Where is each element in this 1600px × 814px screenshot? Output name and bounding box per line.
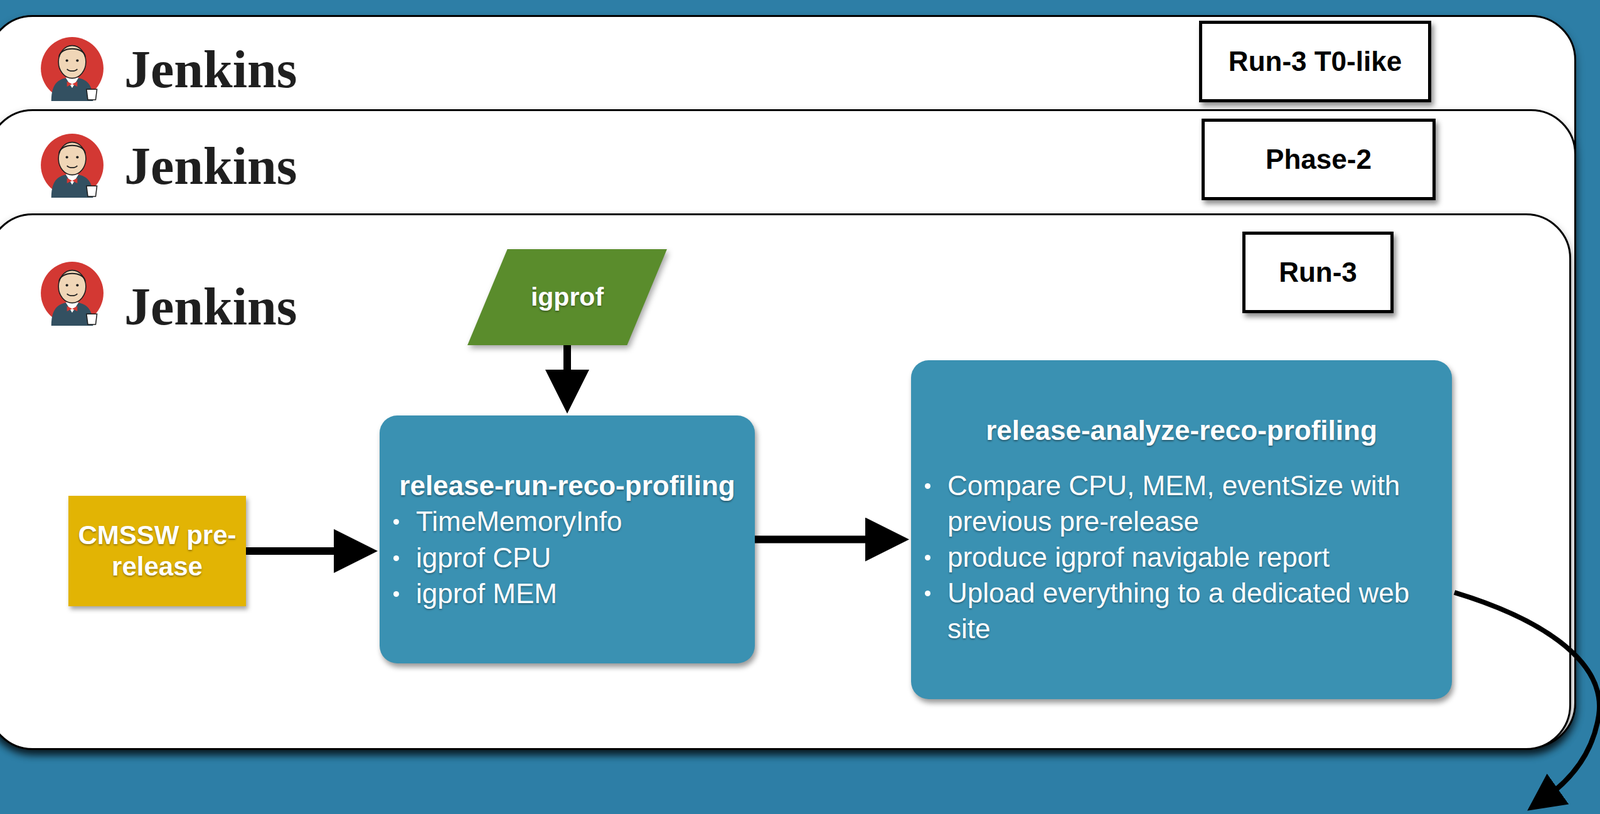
bullet-item: TimeMemoryInfo: [388, 503, 747, 539]
input-label: igprof: [530, 282, 604, 312]
jenkins-label: Jenkins: [124, 43, 297, 96]
release-label: CMSSW pre-release: [77, 519, 238, 583]
tag-box: Run-3: [1242, 231, 1394, 314]
jenkins-logo: [39, 35, 105, 102]
bullet-item: igprof CPU: [388, 539, 747, 576]
bullet-item: Compare CPU, MEM, eventSize with previou…: [919, 467, 1444, 539]
bullet-item: produce igprof navigable report: [919, 538, 1444, 575]
tag-box: Run-3 T0-like: [1199, 20, 1432, 103]
jenkins-logo: [39, 132, 105, 198]
input-parallelogram: igprof: [467, 249, 667, 346]
flow-arrow: [754, 535, 885, 544]
bullet-item: Upload everything to a dedicated web sit…: [919, 574, 1444, 647]
tag-label: Run-3 T0-like: [1228, 45, 1402, 78]
process-title: release-analyze-reco-profiling: [919, 412, 1444, 448]
tag-label: Phase-2: [1265, 143, 1372, 176]
jenkins-logo: [39, 260, 105, 326]
jenkins-label: Jenkins: [124, 139, 297, 193]
bullet-item: igprof MEM: [388, 575, 747, 612]
flow-arrow: [563, 345, 571, 389]
process-title: release-run-reco-profiling: [388, 467, 747, 504]
process-box: release-run-reco-profilingTimeMemoryInfo…: [379, 415, 755, 664]
release-box: CMSSW pre-release: [68, 495, 246, 607]
tag-label: Run-3: [1278, 256, 1358, 288]
jenkins-label: Jenkins: [124, 280, 297, 334]
jenkins-panel: Jenkins Run-3 igprofCMSSW pre-release relea…: [0, 213, 1572, 750]
tag-box: Phase-2: [1201, 118, 1436, 201]
flow-arrow: [245, 547, 353, 555]
curved-arrow: [1454, 592, 1600, 799]
process-box: release-analyze-reco-profilingCompare CP…: [911, 360, 1452, 699]
